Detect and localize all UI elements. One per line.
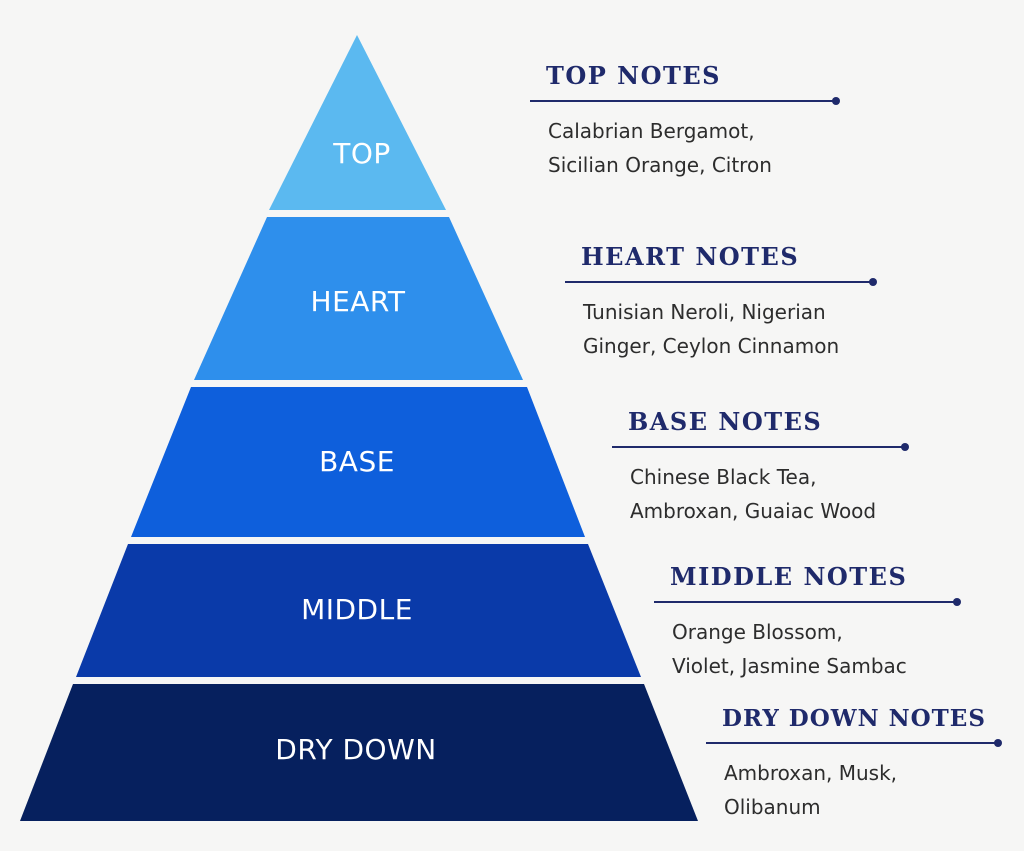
note-divider (565, 278, 877, 286)
note-divider (530, 97, 840, 105)
note-line: Sicilian Orange, Citron (548, 153, 772, 177)
tier-label-base: BASE (319, 445, 395, 478)
note-divider (654, 598, 961, 606)
pyramid-tier-middle (76, 544, 641, 677)
note-block-top: TOP NOTES Calabrian Bergamot, Sicilian O… (530, 61, 840, 182)
note-line: Tunisian Neroli, Nigerian (583, 300, 826, 324)
tier-label-heart: HEART (311, 285, 406, 318)
note-line: Chinese Black Tea, (630, 465, 817, 489)
note-description: Ambroxan, Musk, Olibanum (724, 756, 998, 824)
note-description: Orange Blossom, Violet, Jasmine Sambac (672, 615, 957, 683)
note-block-base: BASE NOTES Chinese Black Tea, Ambroxan, … (612, 407, 909, 528)
note-line: Calabrian Bergamot, (548, 119, 755, 143)
note-line: Olibanum (724, 795, 821, 819)
note-description: Chinese Black Tea, Ambroxan, Guaiac Wood (630, 460, 905, 528)
tier-label-middle: MIDDLE (301, 593, 413, 626)
divider-dot-icon (832, 97, 840, 105)
pyramid-tier-dry-down (20, 684, 698, 821)
note-description: Tunisian Neroli, Nigerian Ginger, Ceylon… (583, 295, 873, 363)
note-divider (612, 443, 909, 451)
divider-dot-icon (901, 443, 909, 451)
note-title: DRY DOWN NOTES (722, 705, 986, 732)
note-block-dry-down: DRY DOWN NOTES Ambroxan, Musk, Olibanum (706, 705, 1002, 824)
note-title: MIDDLE NOTES (670, 562, 908, 591)
pyramid-tier-top (269, 35, 446, 210)
pyramid-tier-base (131, 387, 585, 537)
note-block-heart: HEART NOTES Tunisian Neroli, Nigerian Gi… (565, 242, 877, 363)
pyramid-tier-heart (194, 217, 523, 380)
note-divider (706, 739, 1002, 747)
note-block-middle: MIDDLE NOTES Orange Blossom, Violet, Jas… (654, 562, 961, 683)
note-line: Ambroxan, Guaiac Wood (630, 499, 877, 523)
note-line: Ginger, Ceylon Cinnamon (583, 334, 840, 358)
note-title: TOP NOTES (546, 61, 721, 90)
note-title: HEART NOTES (581, 242, 800, 271)
tier-label-top: TOP (332, 137, 391, 170)
note-description: Calabrian Bergamot, Sicilian Orange, Cit… (548, 114, 836, 182)
divider-dot-icon (953, 598, 961, 606)
note-line: Ambroxan, Musk, (724, 761, 898, 785)
divider-dot-icon (994, 739, 1002, 747)
tier-label-dry-down: DRY DOWN (275, 733, 436, 766)
note-line: Orange Blossom, (672, 620, 843, 644)
note-line: Violet, Jasmine Sambac (672, 654, 907, 678)
divider-dot-icon (869, 278, 877, 286)
note-title: BASE NOTES (628, 407, 823, 436)
